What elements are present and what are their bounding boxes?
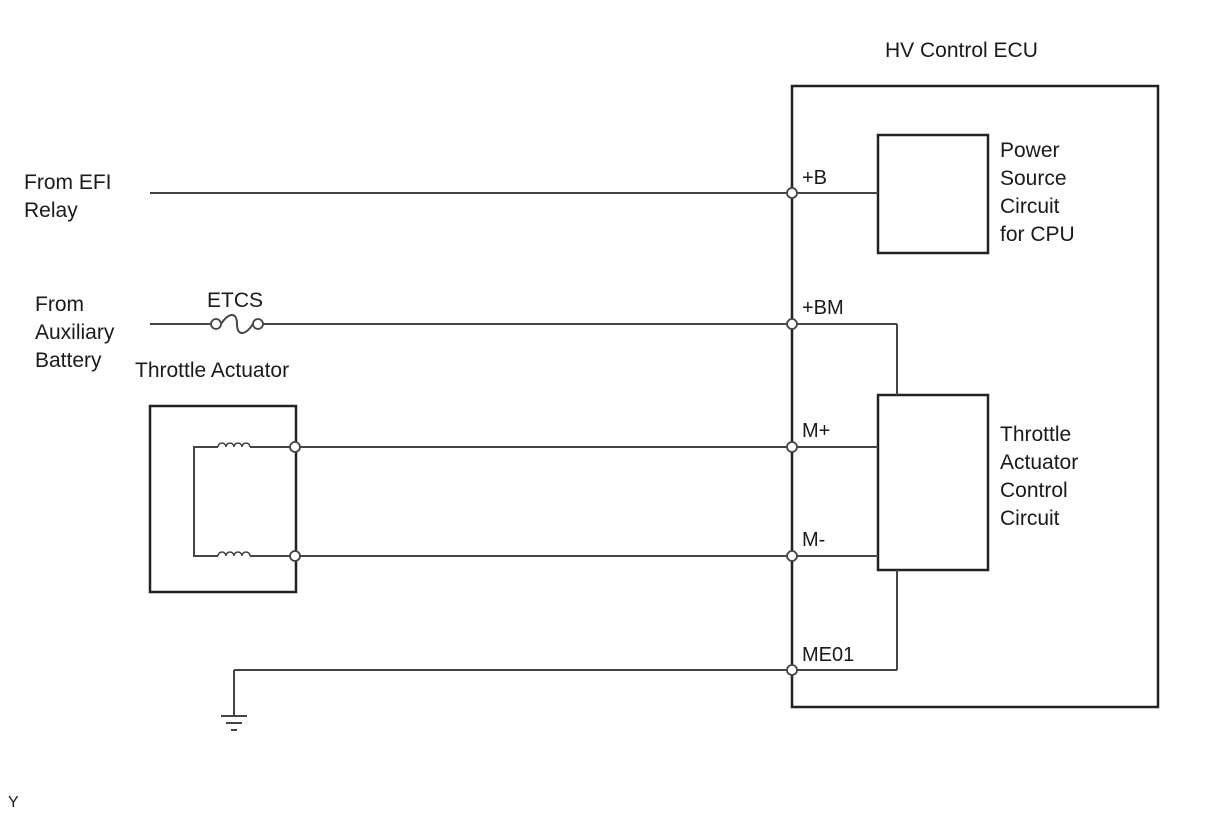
terminal-bm (786, 318, 798, 330)
actuator-internal-loop (193, 446, 218, 557)
actuator-control-block (876, 393, 990, 572)
pin-m-plus-label: M+ (802, 420, 830, 442)
motor-coil-lower (217, 551, 251, 557)
fuse-terminal-right (252, 318, 264, 330)
actuator-block-line-4: Circuit (1000, 507, 1060, 530)
pin-b-label: +B (802, 167, 827, 189)
actuator-block-line-2: Actuator (1000, 451, 1078, 474)
power-block-line-4: for CPU (1000, 223, 1075, 246)
throttle-actuator-label: Throttle Actuator (135, 359, 289, 382)
terminal-me01 (786, 664, 798, 676)
aux-battery-label-3: Battery (35, 349, 102, 372)
corner-mark: Y (8, 794, 19, 811)
power-source-block (876, 133, 990, 255)
efi-relay-label-2: Relay (24, 199, 78, 222)
ecu-title: HV Control ECU (885, 39, 1038, 62)
actuator-terminal-upper (289, 441, 301, 453)
terminal-m-minus (786, 550, 798, 562)
terminal-b (786, 187, 798, 199)
fuse-label: ETCS (207, 289, 263, 312)
efi-relay-label-1: From EFI (24, 171, 112, 194)
pin-bm-label: +BM (802, 297, 844, 319)
etcs-fuse-symbol (220, 314, 254, 334)
aux-battery-label-2: Auxiliary (35, 321, 115, 344)
power-block-line-1: Power (1000, 139, 1060, 162)
motor-coil-upper (217, 442, 251, 448)
actuator-block-line-1: Throttle (1000, 423, 1071, 446)
aux-battery-label-1: From (35, 293, 84, 316)
terminal-m-plus (786, 441, 798, 453)
throttle-actuator-box (148, 404, 298, 594)
actuator-block-line-3: Control (1000, 479, 1068, 502)
hv-control-ecu-box (790, 84, 1160, 709)
pin-m-minus-label: M- (802, 529, 825, 551)
pin-me01-label: ME01 (802, 644, 854, 666)
fuse-terminal-left (210, 318, 222, 330)
power-block-line-3: Circuit (1000, 195, 1060, 218)
actuator-terminal-lower (289, 550, 301, 562)
ground-icon (221, 715, 247, 731)
power-block-line-2: Source (1000, 167, 1067, 190)
